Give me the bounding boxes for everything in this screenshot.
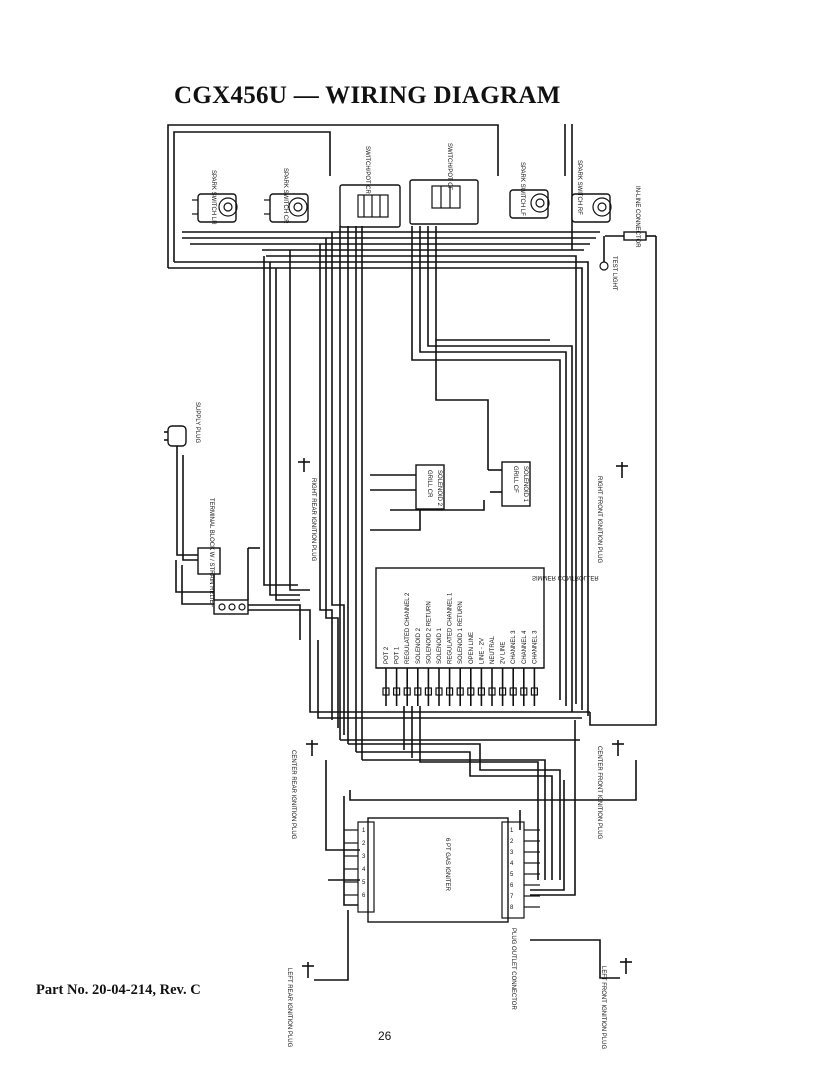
switch-pot-cr: SWITCH/POT CR <box>339 146 401 228</box>
controller-pin-socket <box>446 687 454 696</box>
left-front-ignition-plug: LEFT FRONT IGNITION PLUG <box>530 939 632 1049</box>
module-right-pin-label: 2 <box>510 839 514 845</box>
controller-pin-socket <box>456 687 464 696</box>
module-right-pin-label: 3 <box>510 850 514 856</box>
spark-switch-cr: SPARK SWITCH CR <box>264 168 309 224</box>
controller-pin-socket <box>530 687 539 696</box>
left-rear-plug-label: LEFT REAR IGNITION PLUG <box>286 968 292 1048</box>
wire-harness <box>168 226 657 760</box>
spark-switch-lf-label: SPARK SWITCH LF <box>519 162 525 216</box>
spark-switch-lr: SPARK SWITCH LR <box>192 170 238 225</box>
solenoid-2-label: SOLENOID 2 <box>436 470 442 507</box>
controller-terminal-label: CHANNEL 4 <box>522 630 528 664</box>
simmer-controller: SIMMER CONTROLLER POT 2 POT 1 REGULATED CH… <box>375 567 599 706</box>
plug-outlet-label: PLUG OUTLET CONNECTOR <box>510 928 516 1010</box>
controller-terminal-label: REGULATED CHANNEL 1 <box>448 592 454 664</box>
module-left-pin-label: 5 <box>362 880 366 886</box>
module-right-pins: 1 2 3 4 5 6 7 8 <box>510 828 540 911</box>
inline-connector-label: IN-LINE CONNECTOR <box>634 186 640 248</box>
spark-switch-lr-label: SPARK SWITCH LR <box>210 170 216 225</box>
terminal-block: TERMINAL BLOCK W / STRAIN RELIEF <box>175 498 311 700</box>
module-left-pin-label: 4 <box>362 867 366 873</box>
part-number: Part No. 20-04-214, Rev. C <box>36 982 201 998</box>
igniter-module: 6 PT GAS IGNITER 1 2 3 4 5 6 1 2 3 4 5 6 7 8 PLUG OU… <box>344 817 540 1010</box>
center-rear-plug-label: CENTER REAR IGNITION PLUG <box>290 750 296 840</box>
controller-terminal-label: REGULATED CHANNEL 2 <box>405 592 411 664</box>
controller-terminal-label: CHANNEL 3 <box>511 630 517 664</box>
supply-plug-label: SUPPLY PLUG <box>194 402 200 443</box>
center-front-plug-label: CENTER FRONT IGNITION PLUG <box>596 746 602 840</box>
module-right-pin-label: 1 <box>510 828 514 834</box>
switch-panel-frame <box>167 124 573 268</box>
controller-terminal-label: SOLENOID 2 RETURN <box>426 601 432 664</box>
controller-pin-socket <box>424 687 432 696</box>
controller-pin-socket <box>414 687 422 696</box>
controller-terminal-label: CHANNEL 3 <box>532 630 538 664</box>
controller-terminal-label: SOLENOID 1 <box>437 627 443 664</box>
igniter-module-label: 6 PT GAS IGNITER <box>444 838 450 892</box>
controller-terminal-label: NEUTRAL <box>490 635 496 664</box>
controller-pin-socket <box>403 687 411 696</box>
switch-pot-cf: SWITCH/POT CF <box>409 143 479 225</box>
controller-pins <box>382 668 539 706</box>
spark-switch-rf-label: SPARK SWITCH RF <box>576 160 582 215</box>
module-left-pin-label: 3 <box>362 854 366 860</box>
controller-terminal-label: POT 1 <box>395 646 401 664</box>
controller-terminal-label: LINE - 2V <box>479 638 485 664</box>
supply-plug: SUPPLY PLUG <box>164 402 200 561</box>
right-rear-plug-label: RIGHT REAR IGNITION PLUG <box>310 478 316 562</box>
module-left-pin-label: 1 <box>362 828 366 834</box>
inline-connector: IN-LINE CONNECTOR <box>605 186 656 248</box>
controller-terminal-label: SOLENOID 1 RETURN <box>458 601 464 664</box>
controller-terminal-label: 2V LINE <box>501 642 507 664</box>
switch-pot-cr-label: SWITCH/POT CR <box>364 146 370 195</box>
module-right-pin-label: 7 <box>510 894 514 900</box>
module-left-pin-label: 2 <box>362 841 366 847</box>
module-right-pin-label: 4 <box>510 861 514 867</box>
solenoid-2: SOLENOID 2 GRILL CR <box>370 464 445 531</box>
controller-terminal-label: POT 2 <box>384 646 390 664</box>
controller-pin-socket <box>520 687 528 696</box>
left-rear-ignition-plug: LEFT REAR IGNITION PLUG <box>286 910 349 1048</box>
right-front-ignition-plug: RIGHT FRONT IGNITION PLUG <box>596 462 628 563</box>
controller-pin-socket <box>509 687 517 696</box>
controller-pin-socket <box>467 687 475 696</box>
right-front-plug-label: RIGHT FRONT IGNITION PLUG <box>596 476 602 563</box>
controller-terminals: POT 2 POT 1 REGULATED CHANNEL 2 SOLENOID 2 S… <box>384 592 538 664</box>
solenoid-2-tag: GRILL CR <box>426 470 432 498</box>
solenoid-1-tag: GRILL CF <box>512 466 518 493</box>
controller-pin-socket <box>435 687 443 696</box>
left-front-plug-label: LEFT FRONT IGNITION PLUG <box>600 966 606 1049</box>
simmer-controller-label: SIMMER CONTROLLER <box>532 574 599 580</box>
module-right-pin-label: 5 <box>510 872 514 878</box>
controller-pin-socket <box>488 687 496 696</box>
spark-switch-lf: SPARK SWITCH LF <box>509 162 550 219</box>
page-title: CGX456U — WIRING DIAGRAM <box>174 82 561 109</box>
solenoid-1: SOLENOID 1 GRILL CF <box>390 340 531 511</box>
page-number: 26 <box>378 1029 392 1043</box>
center-front-ignition-plug: CENTER FRONT IGNITION PLUG <box>596 740 624 840</box>
spark-switch-rf: SPARK SWITCH RF <box>571 160 612 223</box>
controller-pin-socket <box>477 687 485 696</box>
test-light: TEST LIGHT <box>599 236 617 291</box>
right-rear-ignition-plug: RIGHT REAR IGNITION PLUG <box>298 458 316 562</box>
module-left-pins: 1 2 3 4 5 6 <box>344 828 366 899</box>
spark-switch-cr-label: SPARK SWITCH CR <box>282 168 288 224</box>
controller-terminal-label: OPEN LINE <box>469 632 475 664</box>
switch-pot-cf-label: SWITCH/POT CF <box>446 143 452 191</box>
center-rear-ignition-plug: CENTER REAR IGNITION PLUG <box>290 740 318 840</box>
lower-harness <box>309 640 637 906</box>
controller-pin-socket <box>382 687 390 696</box>
controller-pin-socket <box>499 687 507 696</box>
controller-terminal-label: SOLENOID 2 <box>416 627 422 664</box>
solenoid-1-label: SOLENOID 1 <box>522 466 528 503</box>
module-left-pin-label: 6 <box>362 893 366 899</box>
module-right-pin-label: 8 <box>510 905 514 911</box>
controller-pin-socket <box>393 687 401 696</box>
module-right-pin-label: 6 <box>510 883 514 889</box>
terminal-block-label: TERMINAL BLOCK W / STRAIN RELIEF <box>208 498 214 607</box>
test-light-label: TEST LIGHT <box>611 256 617 291</box>
